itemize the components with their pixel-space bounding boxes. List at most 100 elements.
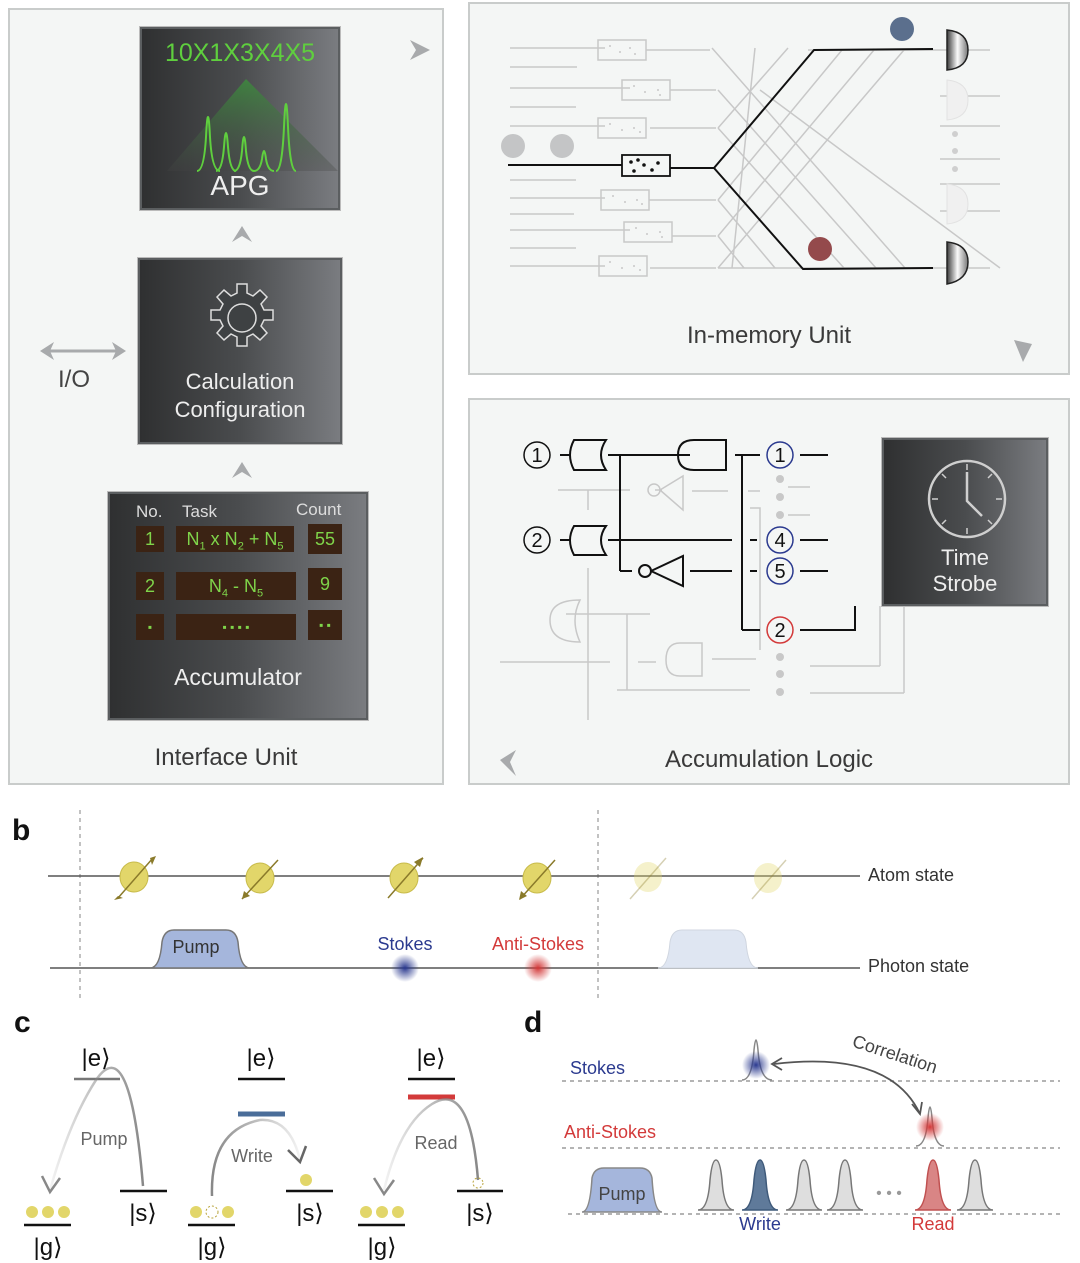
memory-circuit-diagram	[501, 17, 1032, 362]
logic-circuit-diagram: 1 2 1 4 5 2	[500, 439, 905, 776]
pump-pulse	[149, 929, 251, 969]
arrow-down-icon	[1014, 340, 1032, 362]
header-no: No.	[136, 502, 163, 521]
accumulator-box: No. Task Count 1 N1 x N2 + N5 55 2 N4 - …	[108, 492, 368, 720]
strobe-label: Strobe	[932, 571, 998, 596]
panel-letter-d: d	[524, 1006, 543, 1039]
write-label: Write	[739, 1214, 781, 1234]
task-subscript: 2	[237, 540, 244, 553]
panel-letter-b: b	[12, 814, 31, 847]
storage-state-label: |s⟩	[466, 1200, 494, 1227]
logic-output-5: 5	[774, 561, 785, 583]
header-count: Count	[296, 500, 342, 519]
calculation-label: Calculation	[185, 369, 295, 394]
detector-icon	[946, 79, 969, 121]
task-subscript: 5	[257, 587, 264, 600]
clock-icon	[927, 459, 1007, 539]
ground-state-label: |g⟩	[368, 1234, 397, 1261]
calculation-configuration-box: Calculation Configuration	[138, 258, 342, 444]
stokes-label: Stokes	[570, 1058, 625, 1078]
io-label: I/O	[58, 366, 91, 393]
logic-input-2: 2	[531, 530, 542, 552]
logic-output-1: 1	[774, 445, 785, 467]
panel-d-correlation-diagram: Stokes Anti-Stokes Correlation Pump Writ…	[562, 1031, 1060, 1234]
stokes-photon	[742, 1051, 770, 1079]
task-text: + N	[243, 529, 278, 549]
excited-state-label: |e⟩	[247, 1045, 276, 1072]
time-strobe-box: Time Strobe	[882, 438, 1048, 606]
interface-unit-label: Interface Unit	[154, 744, 298, 771]
arrow-up-icon	[232, 226, 252, 242]
level-diagram-pump	[24, 1066, 167, 1227]
ellipsis: • • •	[876, 1185, 902, 1202]
pump-pulse	[581, 1167, 663, 1213]
pump-process-label: Pump	[80, 1129, 127, 1149]
detector-icon	[946, 183, 969, 225]
excited-state-label: |e⟩	[417, 1045, 446, 1072]
photon-dot	[501, 134, 525, 158]
logic-input-1: 1	[531, 445, 542, 467]
task-text: N	[186, 529, 200, 549]
ground-state-label: |g⟩	[198, 1234, 227, 1261]
in-memory-unit-label: In-memory Unit	[686, 322, 852, 349]
in-memory-unit-box: In-memory Unit	[468, 2, 1070, 375]
configuration-label: Configuration	[174, 397, 306, 422]
stokes-label: Stokes	[377, 934, 432, 954]
panel-letter-c: c	[14, 1006, 31, 1039]
arrow-left-icon	[500, 750, 516, 776]
arrow-up-icon	[232, 462, 252, 478]
time-label: Time	[940, 545, 990, 570]
panel-b-timeline: Pump Stokes Anti-Stokes Atom state Photo…	[48, 810, 969, 1000]
task-subscript: 1	[199, 540, 206, 553]
row2-task: N4 - N5	[176, 572, 296, 600]
excited-state-label: |e⟩	[82, 1045, 111, 1072]
pump-label: Pump	[598, 1184, 645, 1204]
anti-stokes-photon	[524, 954, 552, 982]
accumulation-logic-label: Accumulation Logic	[664, 746, 874, 773]
storage-state-label: |s⟩	[296, 1200, 324, 1227]
row1-no: 1	[136, 526, 164, 552]
interface-unit-box: 10X1X3X4X5 APG Calculation Configura	[8, 8, 444, 785]
detector-icon	[946, 29, 969, 71]
gear-icon	[210, 283, 274, 347]
pump-pulse-faded	[657, 929, 759, 969]
anti-stokes-photon	[808, 237, 832, 261]
logic-input-markers	[523, 441, 794, 644]
storage-state-label: |s⟩	[129, 1200, 157, 1227]
read-label: Read	[911, 1214, 954, 1234]
anti-stokes-label: Anti-Stokes	[564, 1122, 656, 1142]
task-text: x N	[205, 529, 238, 549]
read-process-label: Read	[414, 1133, 457, 1153]
logic-output-2: 2	[774, 620, 785, 642]
detector-icon	[946, 241, 969, 285]
level-diagram-read	[358, 1077, 503, 1227]
accumulation-logic-box: 1 2 1 4 5 2 Time Strobe Accumulation Log…	[468, 398, 1070, 785]
photon-dot	[550, 134, 574, 158]
task-subscript: 4	[221, 587, 228, 600]
row2-no: 2	[136, 572, 164, 600]
apg-box: 10X1X3X4X5 APG	[140, 27, 340, 210]
apg-display: 10X1X3X4X5	[164, 39, 316, 67]
atom-state-label: Atom state	[868, 865, 954, 885]
row1-count: 55	[308, 524, 342, 554]
task-text: - N	[228, 576, 257, 596]
ground-state-label: |g⟩	[34, 1234, 63, 1261]
correlation-label: Correlation	[850, 1031, 940, 1077]
pump-label: Pump	[172, 937, 219, 957]
row3-count: ▪ ▪	[308, 610, 342, 640]
apg-label: APG	[210, 170, 270, 201]
apg-spectrum-icon	[167, 79, 338, 172]
row3-no: ▪	[136, 614, 164, 640]
anti-stokes-label: Anti-Stokes	[492, 934, 584, 954]
correlation-arrow	[773, 1060, 921, 1115]
task-subscript: 5	[277, 540, 284, 553]
photon-state-label: Photon state	[868, 956, 969, 976]
stokes-photon	[391, 954, 419, 982]
row3-task: ▪ ▪ ▪ ▪	[176, 614, 296, 640]
accumulator-label: Accumulator	[174, 664, 302, 690]
io-double-arrow-icon	[40, 342, 126, 360]
row2-count: 9	[308, 568, 342, 600]
level-diagram-write	[188, 1077, 333, 1227]
pulse-train	[697, 1159, 994, 1211]
task-text: N	[208, 576, 222, 596]
